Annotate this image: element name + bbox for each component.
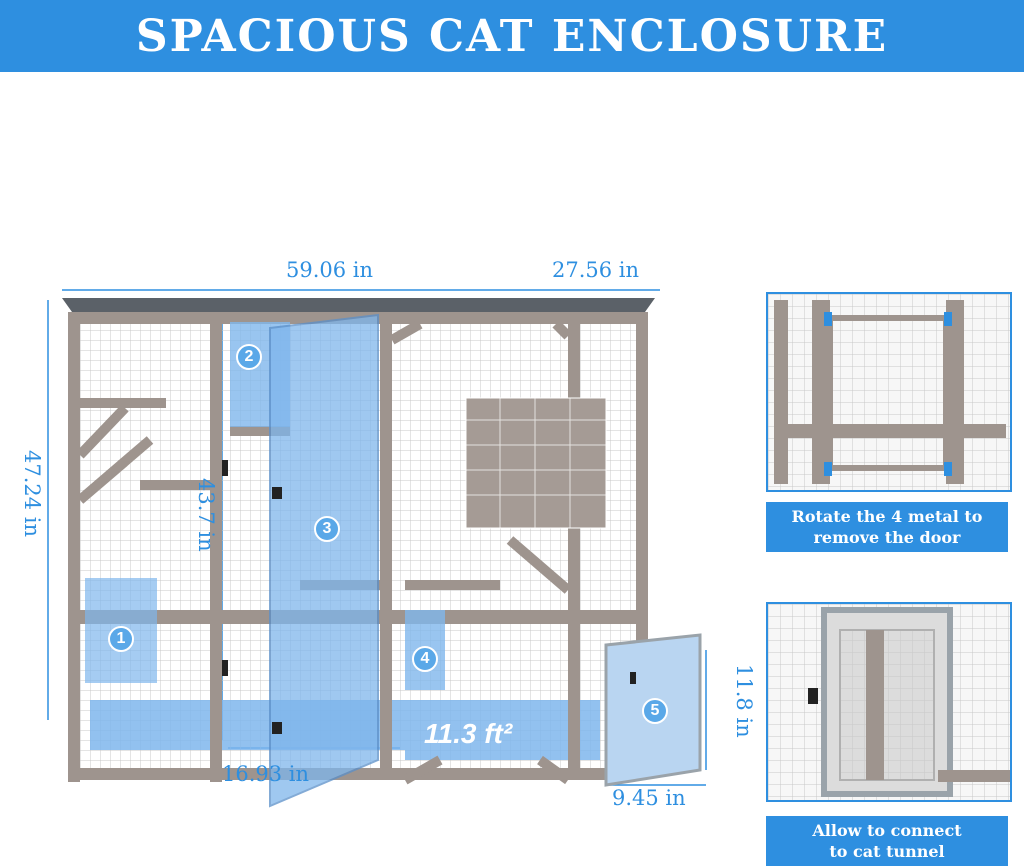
title-banner: SPACIOUS CAT ENCLOSURE — [0, 0, 1024, 72]
tunnel-caption: Allow to connect to cat tunnel — [766, 816, 1008, 866]
hideout-box — [465, 397, 607, 529]
depth-dimension: 27.56 in — [552, 258, 640, 282]
tunnel-detail-image — [766, 602, 1012, 802]
main-door — [269, 313, 379, 808]
door-removal-caption-line-2: remove the door — [813, 528, 961, 547]
tunnel-door-width-dimension: 9.45 in — [612, 786, 686, 810]
floor-area-label: 11.3 ft² — [424, 718, 513, 749]
door-removal-detail-image — [766, 292, 1012, 492]
tunnel-detail-drawing — [768, 604, 1010, 800]
door-removal-drawing — [768, 294, 1010, 490]
door-height-dimension: 43.7 in — [194, 478, 218, 552]
callout-4: 4 — [412, 646, 438, 672]
width-dimension: 59.06 in — [286, 258, 374, 282]
callout-2: 2 — [236, 344, 262, 370]
door-removal-caption: Rotate the 4 metal to remove the door — [766, 502, 1008, 552]
callout-5: 5 — [642, 698, 668, 724]
tunnel-caption-line-2: to cat tunnel — [829, 842, 945, 861]
door-width-dimension: 16.93 in — [222, 762, 310, 786]
callout-1: 1 — [108, 626, 134, 652]
braces — [76, 319, 572, 785]
page-title: SPACIOUS CAT ENCLOSURE — [135, 10, 889, 62]
tunnel-caption-line-1: Allow to connect — [812, 821, 962, 840]
enclosure-drawing — [47, 289, 707, 808]
door-removal-caption-line-1: Rotate the 4 metal to — [791, 507, 983, 526]
callout-3: 3 — [314, 516, 340, 542]
height-dimension: 47.24 in — [20, 450, 44, 538]
tunnel-door-height-dimension: 11.8 in — [732, 664, 756, 738]
floor-highlight-right — [405, 700, 600, 760]
enclosure-illustration: 59.06 in 27.56 in 47.24 in 43.7 in 16.93… — [0, 240, 760, 820]
roof — [62, 298, 655, 312]
